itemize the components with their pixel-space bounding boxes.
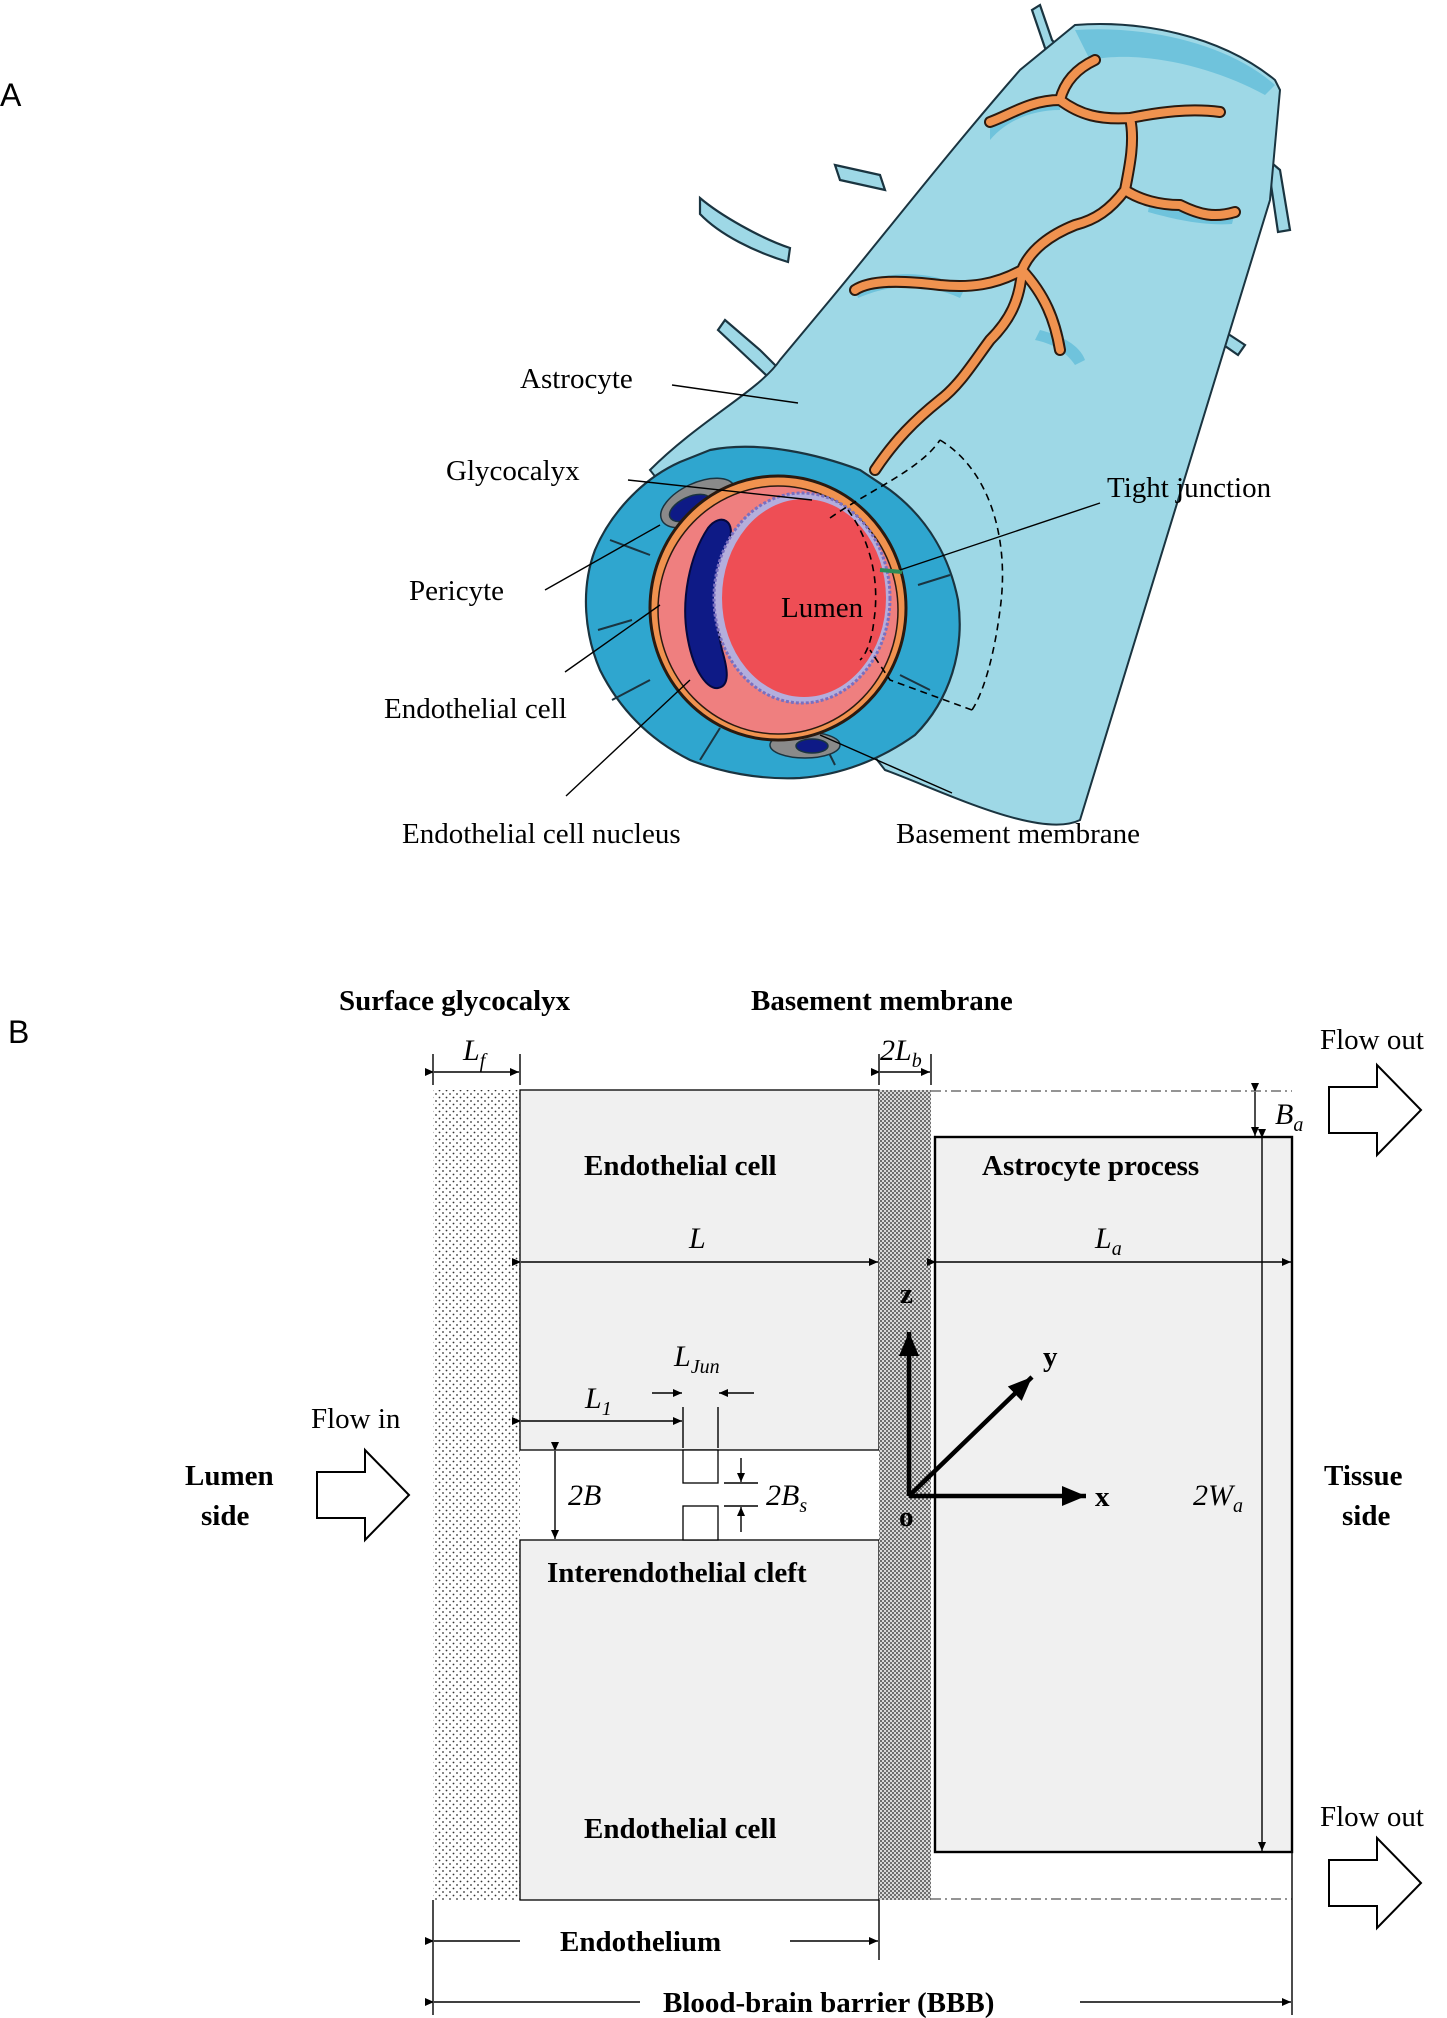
dimension-lines [425, 1054, 1293, 2015]
lb-label: 2Lb [880, 1034, 922, 1072]
tight-junction-network [849, 54, 1241, 476]
capillary-illustration: Lumen [584, 3, 1292, 826]
la-label: La [1094, 1222, 1122, 1260]
endothelial-nucleus-label: Endothelial cell nucleus [402, 818, 681, 850]
glycocalyx-label: Glycocalyx [446, 455, 580, 487]
basement-membrane-label: Basement membrane [896, 818, 1140, 850]
panel-a-letter: A [0, 77, 22, 113]
flow-out-top-label: Flow out [1320, 1024, 1424, 1056]
endothelial-cell-bottom-box [519, 1539, 880, 1901]
astrocyte-process-label: Astrocyte process [982, 1150, 1199, 1182]
two-bs-label: 2Bs [766, 1479, 807, 1517]
coordinate-axes [899, 1332, 1086, 1506]
endothelial-cell-bottom-label: Endothelial cell [584, 1813, 777, 1845]
x-axis-label: x [1095, 1481, 1110, 1513]
lumen-side-label-line2: side [201, 1500, 249, 1532]
tight-junction-label: Tight junction [1107, 472, 1272, 504]
two-b-label: 2B [568, 1479, 601, 1512]
bbb-label: Blood-brain barrier (BBB) [663, 1987, 994, 2018]
y-axis-label: y [1043, 1341, 1058, 1373]
junction-strand-lower [682, 1505, 719, 1541]
two-wa-label: 2Wa [1193, 1479, 1243, 1517]
origin-label: o [899, 1501, 914, 1533]
cross-section-sector [829, 439, 1004, 711]
astrocyte-label: Astrocyte [520, 363, 633, 395]
tissue-side-label-line1: Tissue [1324, 1460, 1403, 1492]
surface-glycocalyx-layer [433, 1090, 520, 1900]
l1-label: L1 [584, 1382, 612, 1420]
lumen-label: Lumen [781, 592, 864, 624]
z-axis-label: z [900, 1278, 913, 1310]
flow-out-top-arrow [1328, 1062, 1423, 1158]
basement-membrane-header: Basement membrane [751, 985, 1013, 1017]
lf-label: Lf [462, 1034, 488, 1072]
ljun-label: LJun [673, 1340, 720, 1378]
l-label: L [688, 1222, 706, 1255]
tight-junction-marker [879, 568, 903, 574]
endothelium-label: Endothelium [560, 1926, 721, 1958]
flow-in-arrow [316, 1447, 411, 1543]
lumen-side-label-line1: Lumen [185, 1460, 274, 1492]
ba-label: Ba [1275, 1098, 1303, 1136]
endothelial-cell-top-label: Endothelial cell [584, 1150, 777, 1182]
lumen [722, 499, 886, 697]
pericyte-label: Pericyte [409, 575, 504, 607]
tissue-side-label-line2: side [1342, 1500, 1390, 1532]
y-axis [907, 1375, 1034, 1498]
surface-glycocalyx-header: Surface glycocalyx [339, 985, 571, 1017]
interendothelial-cleft-label: Interendothelial cleft [547, 1557, 807, 1589]
flow-out-bottom-arrow [1328, 1835, 1423, 1931]
leader-lines [544, 384, 1101, 797]
panel-b-letter: B [8, 1014, 29, 1050]
flow-out-bottom-label: Flow out [1320, 1801, 1424, 1833]
endothelial-cell-label: Endothelial cell [384, 693, 567, 725]
junction-strand-upper [682, 1449, 719, 1484]
endothelial-cell-top-box [519, 1089, 880, 1451]
flow-arrows [316, 1062, 1423, 1931]
flow-in-label: Flow in [311, 1403, 401, 1435]
